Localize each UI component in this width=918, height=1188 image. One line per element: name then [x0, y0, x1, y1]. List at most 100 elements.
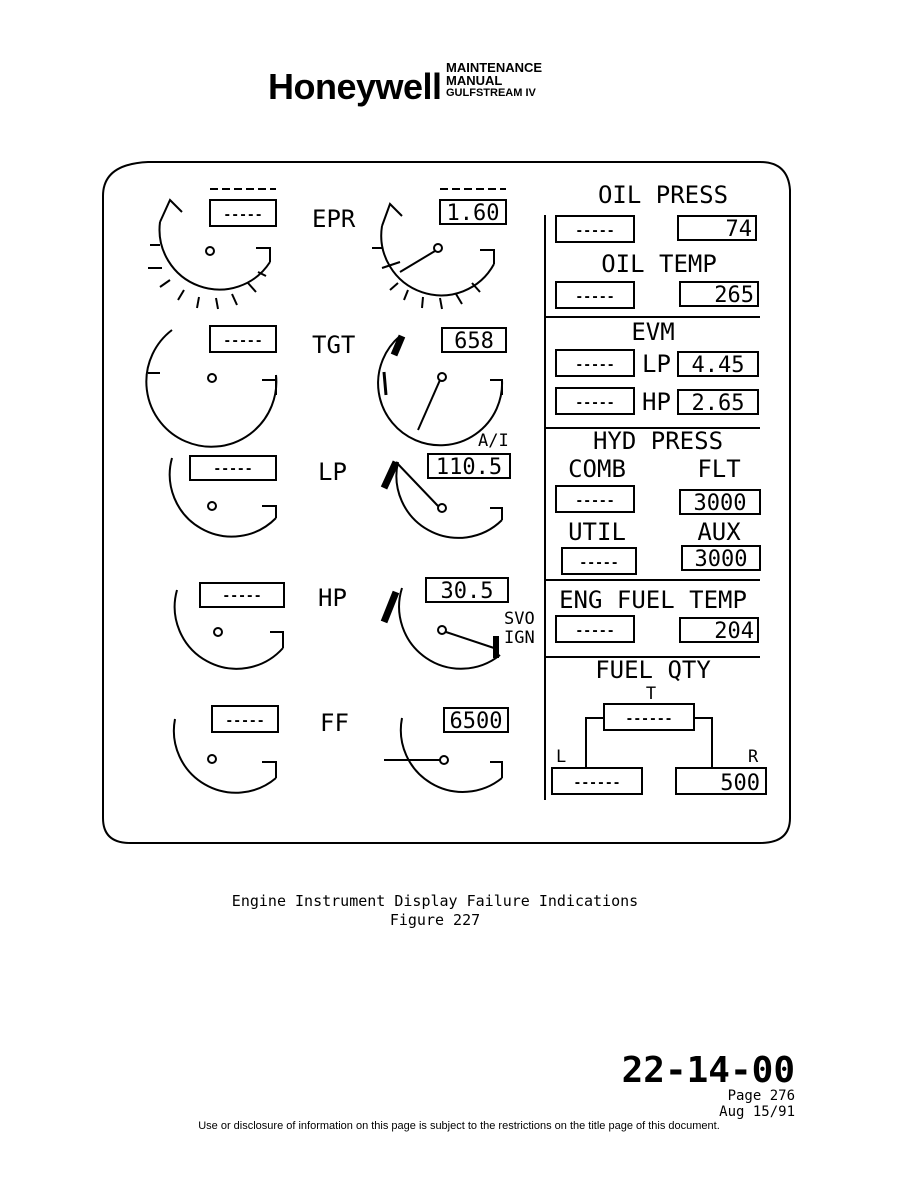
evm-lp-label: LP: [642, 350, 671, 378]
tgt-label: TGT: [312, 331, 355, 359]
evm-lp-left-box: [555, 349, 635, 377]
right-ff-gauge: [384, 717, 503, 793]
eng-fuel-temp-left-box: [555, 615, 635, 643]
display-bezel: [102, 161, 791, 844]
header-aircraft: GULFSTREAM IV: [446, 87, 536, 99]
hyd-press-title: HYD PRESS: [593, 427, 723, 455]
left-lp-box: [189, 455, 277, 481]
oil-press-right-box: [677, 215, 757, 241]
left-ff-dashes: -----: [225, 714, 264, 729]
fuel-qty-r-label: R: [748, 747, 759, 767]
oil-temp-right-box: [679, 281, 759, 307]
oil-press-left-box: [555, 215, 635, 243]
epr-value: 1.60: [447, 201, 500, 226]
svo-indicator: SVO: [504, 609, 535, 629]
eng-fuel-temp-title: ENG FUEL TEMP: [559, 586, 747, 614]
left-lp-dashes: -----: [213, 462, 252, 477]
fuel-qty-left-dashes: ------: [574, 776, 621, 791]
lp-label: LP: [318, 458, 347, 486]
eng-fuel-temp-right-box: [679, 617, 759, 643]
left-tgt-box: [209, 325, 277, 353]
fuel-qty-left-box: [551, 767, 643, 795]
oil-press-left-dashes: -----: [575, 224, 614, 239]
left-hp-gauge: [173, 589, 284, 670]
header-manual: MANUAL: [446, 73, 503, 88]
evm-hp-value: 2.65: [692, 391, 745, 416]
document-number: 22-14-00: [621, 1050, 795, 1091]
fuel-qty-right-box: [675, 767, 767, 795]
hyd-comb-box: [555, 485, 635, 513]
eng-fuel-temp-right-value: 204: [714, 619, 754, 644]
oil-press-title: OIL PRESS: [598, 181, 728, 209]
caption-title: Engine Instrument Display Failure Indica…: [231, 892, 639, 910]
evm-lp-value: 4.45: [692, 353, 745, 378]
ign-indicator: IGN: [504, 628, 535, 648]
header-maintenance: MAINTENANCE: [446, 60, 543, 75]
left-lp-gauge: [168, 457, 277, 538]
oil-temp-title: OIL TEMP: [601, 250, 717, 278]
left-tgt-gauge: [145, 329, 278, 448]
hyd-aux-box: [681, 545, 761, 571]
left-epr-dashes: -----: [223, 208, 262, 223]
evm-hp-left-box: [555, 387, 635, 415]
left-hp-box: [199, 582, 285, 608]
hyd-aux-value: 3000: [695, 547, 748, 572]
right-lp-box: [427, 453, 511, 479]
page-number: Page 276: [727, 1088, 795, 1104]
oil-press-right-value: 74: [726, 217, 753, 242]
hyd-flt-box: [679, 489, 761, 515]
restriction-notice: Use or disclosure of information on this…: [198, 1120, 720, 1132]
right-epr-box: [439, 199, 507, 225]
oil-temp-left-box: [555, 281, 635, 309]
right-epr-gauge: [372, 202, 495, 310]
left-hp-dashes: -----: [222, 589, 261, 604]
lp-value: 110.5: [436, 455, 502, 480]
left-ff-gauge: [172, 718, 277, 794]
left-epr-gauge: [148, 198, 271, 310]
fuel-qty-title: FUEL QTY: [595, 656, 711, 684]
evm-title: EVM: [631, 318, 674, 346]
right-lp-gauge: [380, 460, 503, 539]
caption-figure-number: Figure 227: [389, 911, 481, 929]
right-ff-box: [443, 707, 509, 733]
fuel-qty-t-label: T: [646, 684, 656, 704]
oil-temp-right-value: 265: [714, 283, 754, 308]
hyd-aux-label: AUX: [697, 518, 741, 546]
fuel-line-left: [585, 717, 604, 768]
fuel-qty-total-dashes: ------: [626, 712, 673, 727]
evm-hp-label: HP: [642, 388, 671, 416]
figure-caption: Engine Instrument Display Failure Indica…: [0, 892, 870, 930]
hyd-util-box: [561, 547, 637, 575]
hyd-comb-dashes: -----: [575, 494, 614, 509]
left-epr-box: [209, 199, 277, 227]
hyd-comb-label: COMB: [568, 455, 626, 483]
hp-label: HP: [318, 584, 347, 612]
honeywell-logo: Honeywell: [268, 66, 442, 107]
ai-indicator: A/I: [478, 431, 509, 451]
fuel-qty-l-label: L: [556, 747, 566, 767]
fuel-qty-right-value: 500: [720, 771, 760, 796]
right-tgt-box: [441, 327, 507, 353]
eng-fuel-temp-left-dashes: -----: [575, 624, 614, 639]
left-tgt-dashes: -----: [223, 334, 262, 349]
evm-hp-left-dashes: -----: [575, 396, 614, 411]
fuel-line-right: [694, 717, 713, 768]
hyd-util-label: UTIL: [568, 518, 626, 546]
evm-lp-right-box: [677, 351, 759, 377]
epr-label: EPR: [312, 205, 356, 233]
left-ff-box: [211, 705, 279, 733]
right-hp-box: [425, 577, 509, 603]
hyd-flt-value: 3000: [694, 491, 747, 516]
hyd-util-dashes: -----: [579, 556, 618, 571]
ff-label: FF: [320, 709, 349, 737]
evm-hp-right-box: [677, 389, 759, 415]
hyd-flt-label: FLT: [697, 455, 740, 483]
tgt-value: 658: [454, 329, 494, 354]
ff-value: 6500: [450, 709, 503, 734]
right-hp-gauge: [380, 587, 501, 670]
right-tgt-gauge: [377, 334, 504, 447]
oil-temp-left-dashes: -----: [575, 290, 614, 305]
revision-date: Aug 15/91: [719, 1104, 795, 1120]
hp-value: 30.5: [441, 579, 494, 604]
